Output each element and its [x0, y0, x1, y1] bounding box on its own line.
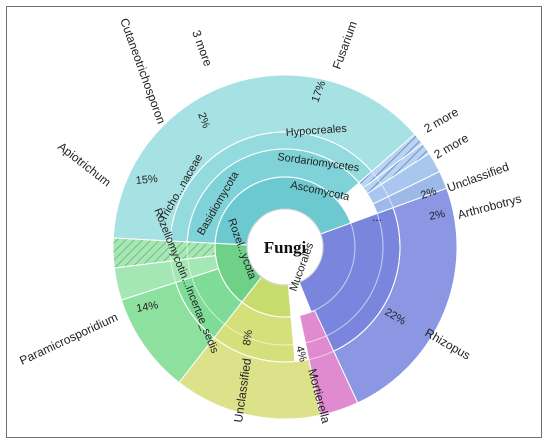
pct-apiotrichum: 15%	[135, 173, 158, 187]
label-two-more-a: 2 more	[422, 105, 462, 136]
center-label: Fungi	[264, 238, 307, 257]
ring-outline	[214, 176, 356, 318]
label-unclassified-right: Unclassified	[445, 160, 511, 195]
pct-unclassified-right: 2%	[419, 185, 438, 201]
label-fusarium: Fusarium	[330, 19, 360, 71]
pct-cutaneotrichosporon: 2%	[195, 111, 212, 130]
label-apiotrichum: Apiotrichum	[55, 139, 114, 189]
label-hypocreales: Hypocreales	[285, 123, 347, 139]
pct-mortierella: 4%	[293, 345, 309, 364]
center-hole	[246, 208, 324, 286]
pct-paramicrosporidium: 14%	[135, 299, 159, 315]
label-three-more: 3 more	[189, 28, 215, 68]
label-paramicrosporidium: Paramicrosporidium	[17, 310, 120, 368]
ring-outline	[169, 131, 401, 363]
ring-outline	[186, 148, 384, 346]
label-two-more-b: 2 more	[432, 131, 472, 162]
label-arthrobotrys: Arthrobotrys	[456, 191, 523, 221]
pct-arthrobotrys: 2%	[428, 208, 446, 223]
label-cutaneotrichosporon: Cutaneotrichosporon	[117, 16, 168, 125]
label-rhizopus: Rhizopus	[423, 325, 473, 362]
sunburst-segments	[112, 74, 458, 420]
label-dots: ...	[372, 210, 382, 224]
pct-unclassified-bottom: 8%	[241, 329, 255, 347]
